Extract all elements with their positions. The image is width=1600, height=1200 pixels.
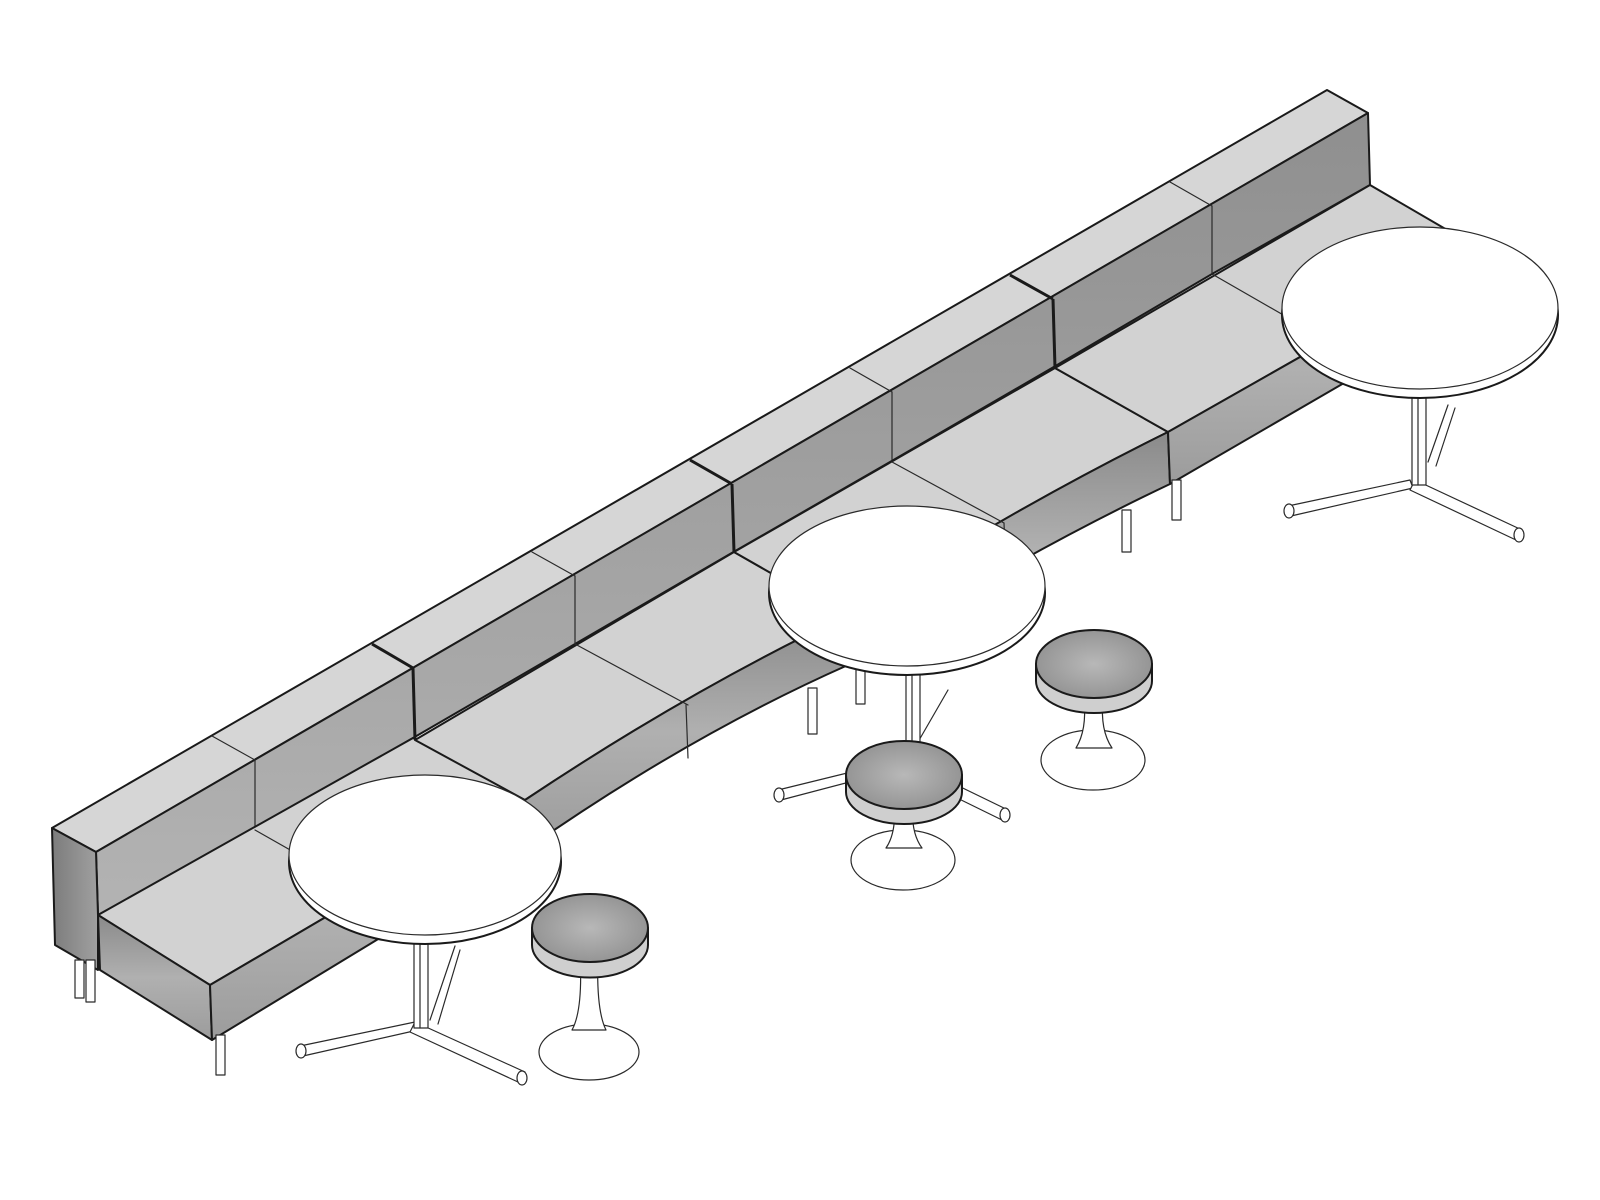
- cafe-table-1: [288, 774, 562, 1086]
- backrest: [51, 89, 1371, 971]
- bench-legs: [74, 479, 1182, 1076]
- cafe-table-3: [1281, 226, 1559, 543]
- stool-2: [845, 740, 963, 891]
- stool-1: [531, 893, 649, 1081]
- cafe-table-2: [768, 505, 1046, 823]
- stool-3: [1035, 629, 1153, 791]
